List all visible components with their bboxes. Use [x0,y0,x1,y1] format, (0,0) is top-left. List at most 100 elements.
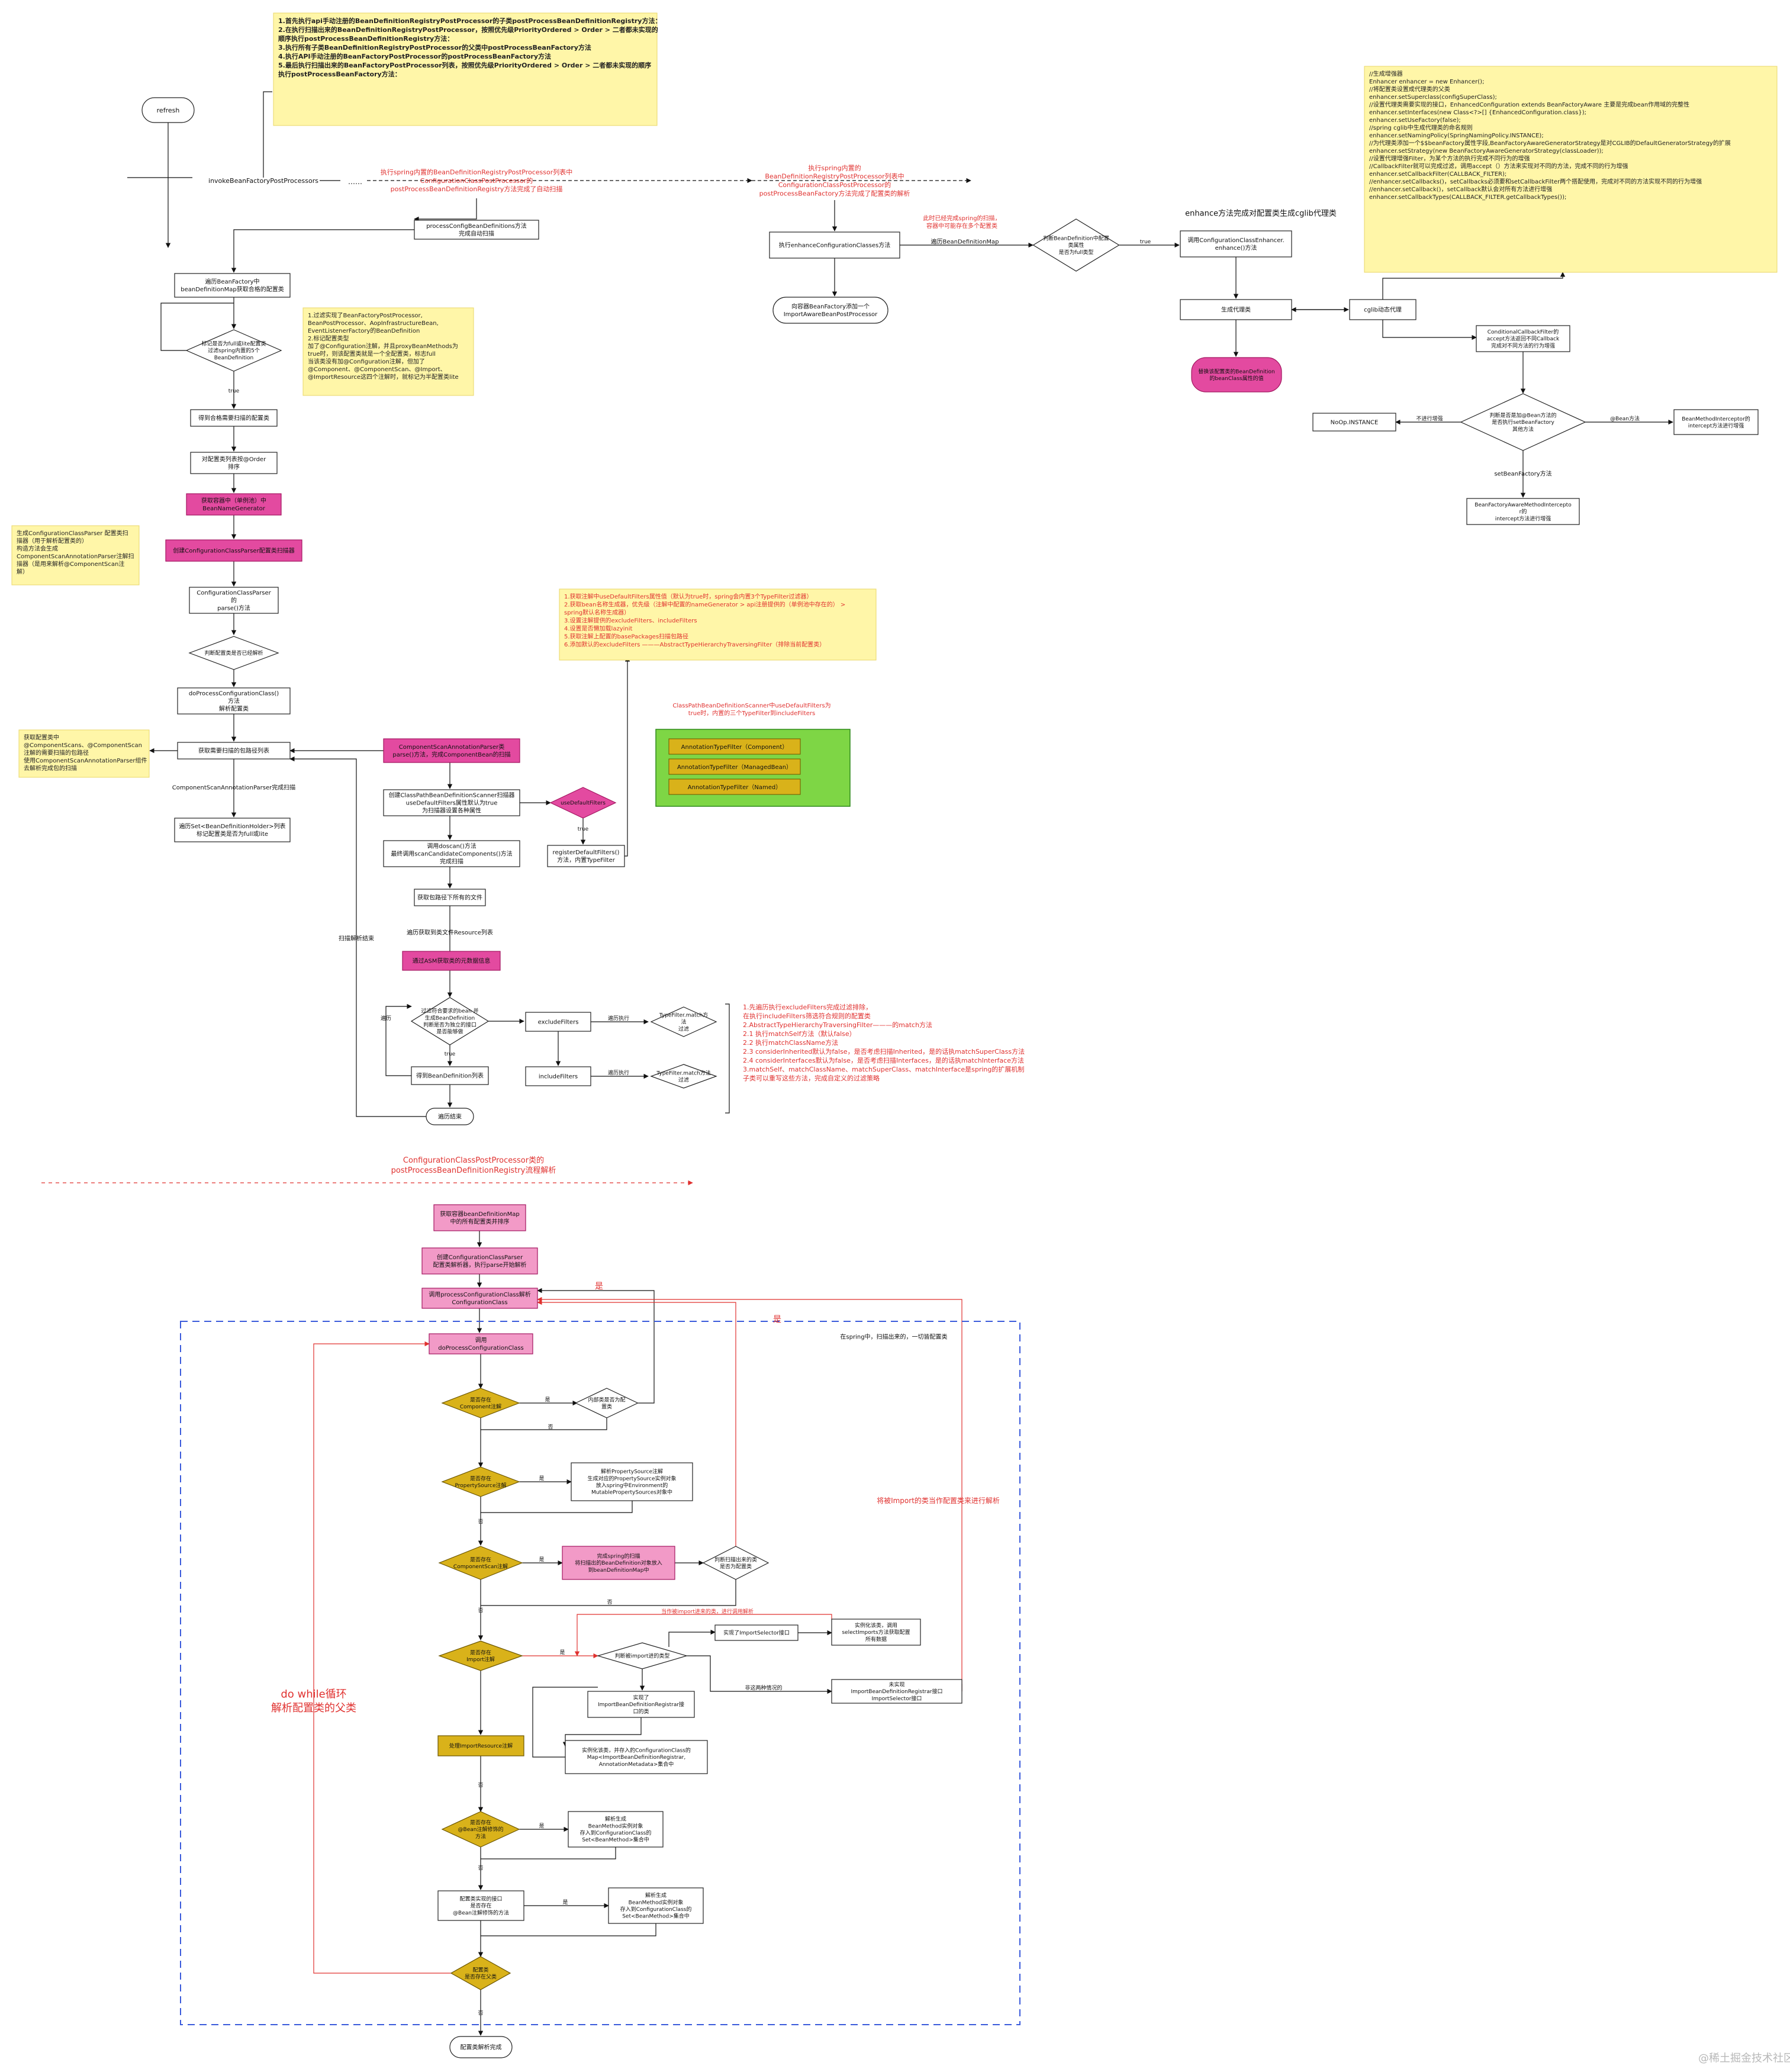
text-line: do while循环 [281,1688,346,1701]
text-line: 内部类是否为配 [588,1396,625,1403]
text-line: true时，内置的三个TypeFilter到includeFilters [688,709,815,717]
text-line: 过滤 [678,1025,689,1032]
diamond-inner-config-diamond [575,1388,639,1418]
text-line: 判断配置类是否已经解析 [204,649,263,657]
call-enhance-text: 调用ConfigurationClassEnhancer.enhance()方法 [1187,237,1284,252]
text-line: 法 [681,1018,686,1025]
text-line: @Bean注解修饰的 [458,1826,504,1833]
text-line: 调用ConfigurationClassEnhancer. [1187,237,1284,244]
red-match-notes-label: 1.先遍历执行excludeFilters完成过滤排除，在执行includeFi… [743,1003,1025,1082]
text-line: 得到合格需要扫描的配置类 [198,414,269,422]
text-line: ConfigurationClass [452,1299,507,1306]
bean-method-box-box [568,1811,664,1848]
diamond-import-type-diamond [596,1642,688,1669]
diamond-bean-annotation-diamond [441,1811,520,1848]
text-line: 放入spring中Environment的 [596,1482,668,1489]
text-line: 是 [539,1823,544,1829]
component-scan-parser-box [383,738,520,763]
add-import-aware-box [772,297,888,324]
label-no-enhance-text: 不进行增强 [1416,415,1443,422]
text-line: ComponentScanAnnotationParser完成扫描 [172,784,296,792]
text-line: 3.matchSelf、matchClassName、matchSuperCla… [743,1065,1024,1073]
text-line: includeFilters [539,1074,578,1080]
text-line: 实现了ImportSelector接口 [723,1629,790,1636]
call-do-process-box [429,1333,533,1354]
text-line: BeanDefinitionRegistryPostProcessor列表中 [765,172,904,181]
text-line: selectImports方法获取配置 [842,1629,910,1636]
text-line: 为扫描器设置各种属性 [422,807,481,815]
text-line: 是否能够做 [436,1028,463,1035]
enhance-classes-text: 执行enhanceConfigurationClasses方法 [779,242,890,249]
text-line: true时，则该配置类就是一个全配置类，标志full [308,350,436,358]
text-line: 非这两种情况的 [745,1684,782,1691]
text-line: 在spring中，扫描出来的，一切皆配置类 [840,1333,947,1341]
text-line: 扫描解析结束 [339,935,374,942]
typefilter-chip-text: AnnotationTypeFilter（ManagedBean） [677,764,792,771]
traverse-set-text: 遍历Set<BeanDefinitionHolder>列表标记配置类是否为ful… [179,822,285,838]
typefilter-match1-text: TypeFilter.match方法过滤 [659,1011,708,1032]
typefilter-chip-text: AnnotationTypeFilter（Component） [681,744,788,751]
connector [537,1299,736,1546]
diamond-component-diamond [441,1388,520,1418]
text-line: 否 [478,2010,483,2016]
red-yes1-text: 是 [595,1282,603,1291]
text-line: 对配置类列表按@Order [202,455,266,463]
instantiate-registrar-box [565,1740,708,1774]
text-line: ConfigurationClassPostProcessor的 [778,181,891,189]
label-no-a-text: 否 [548,1424,553,1430]
text-line: setBeanFactory方法 [1494,470,1551,478]
text-line: 得到BeanDefinition列表 [416,1072,484,1080]
text-line: 获取需要扫描的包路径列表 [198,747,269,755]
text-line: //将配置类设置成代理类的父类 [1369,85,1450,93]
text-line: 是 [595,1282,603,1291]
do-process-box [177,687,291,715]
text-line: 获取配置类中 [24,733,59,741]
text-line: 获取包路径下所有的文件 [417,894,482,902]
text-line: 遍历 [381,1015,391,1022]
text-line: enhancer.setInterfaces(new Class<?>[] {E… [1369,110,1586,116]
interface-bean-text: 配置类实现的接口是否存在@Bean注解修饰的方法 [453,1895,509,1916]
text-line: 1.过滤实现了BeanFactoryPostProcessor, [308,311,423,319]
text-line: 调用processConfigurationClass解析 [429,1291,531,1298]
text-line: enhancer.setUseFactory(false); [1369,117,1461,124]
text-line: 是否存在 [470,1556,491,1563]
red-exec-cc-text: 执行spring内置的BeanDefinitionRegistryPostPro… [381,168,573,194]
text-line: 5.最后执行扫描出来的BeanFactoryPostProcessor列表，按照… [278,61,651,69]
connector [481,1579,736,1606]
text-line: //为代理类添加一个$$beanFactory属性字段,BeanFactoryA… [1369,139,1731,147]
text-line: 3.执行所有子类BeanDefinitionRegistryPostProces… [278,43,591,52]
note-top-note [273,12,658,126]
text-line: 是 [559,1649,565,1656]
property-source-box-text: 解析PropertySource注解生成对应的PropertySource实例对… [588,1468,677,1496]
text-line: 5.获取注解上配置的basePackages扫描包路径 [564,633,688,641]
text-line: ConfigurationClassParser [197,590,271,597]
text-line: 通过ASM获取类的元数据信息 [413,957,491,965]
connector [687,1655,832,1694]
text-line: BeanMethod实例对象 [629,1899,684,1906]
diamond-candidate-diamond [410,997,490,1045]
text-line: BeanPostProcessor、AopInfrastructureBean, [308,320,439,327]
text-line: 创建ConfigurationClassParser [437,1253,523,1261]
do-scan-box [383,840,520,867]
text-line: AnnotationMetadata>集合中 [599,1761,674,1768]
traverse-end-text: 遍历结束 [438,1113,462,1121]
label-traverse-text: 遍历 [381,1015,391,1022]
text-line: 配置类 [472,1966,488,1973]
label-true2-text: true [578,826,589,832]
connector [537,1296,962,1691]
create-parser-box [165,539,302,562]
text-line: 遍历执行 [608,1015,629,1022]
text-line: 到beanDefinitionMap中 [588,1566,649,1574]
text-line: ConfigurationClassPostProcessor的 [420,176,533,185]
text-line: 是否存在 [470,1649,491,1656]
get-scan-paths-box [177,742,291,760]
text-line: 口的类 [633,1708,649,1715]
text-line: Component注解 [460,1403,501,1410]
red-already-scanned-text: 此时已经完成spring的扫描，容器中可能存在多个配置类 [923,214,1000,230]
parser-parse-box [189,587,279,614]
gen-proxy-text: 生成代理类 [1221,306,1251,314]
